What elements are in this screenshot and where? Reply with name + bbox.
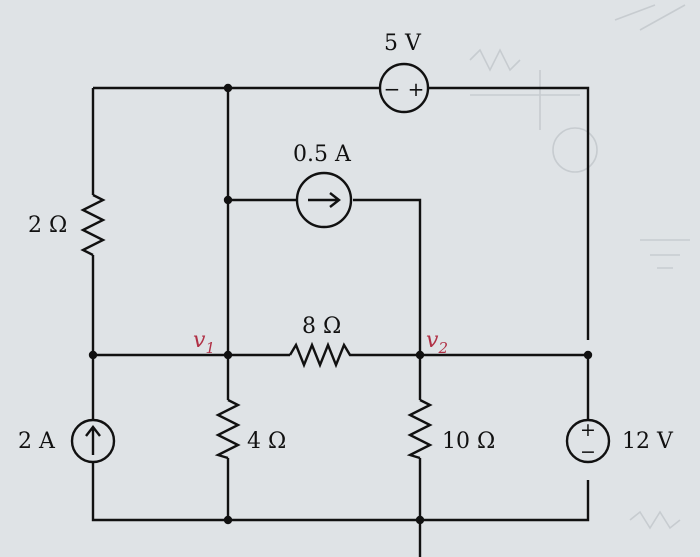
voltage-source-12v: + − [565,418,611,464]
arrow-up-icon [85,425,101,455]
junction-dot [415,515,425,525]
resistor-8ohm [288,341,355,369]
label-4ohm: 4 Ω [247,429,286,454]
current-source-05a [295,171,353,229]
voltage-source-5v: − + [378,62,430,114]
minus-sign: − [580,441,596,463]
source-circle [565,418,611,464]
junction-dots [88,83,593,525]
source-circle [295,171,353,229]
label-12v: 12 V [622,429,674,454]
minus-sign: − [384,77,401,101]
node-v1-base: v [193,328,206,353]
wire-05a-right [353,198,422,400]
resistor-2ohm [80,193,106,257]
background-bleed [469,4,690,530]
label-05a: 0.5 A [293,142,352,167]
node-label-v2: v2 [426,328,448,357]
node-v2-subscript: 2 [437,339,448,357]
wire-bottom [91,462,590,522]
node-label-v1: v1 [193,328,215,357]
junction-dot [223,83,233,93]
label-2a: 2 A [18,429,56,454]
source-circle [70,418,116,464]
label-8ohm: 8 Ω [302,314,341,339]
junction-dot [223,515,233,525]
source-circle [378,62,430,114]
junction-dot [223,350,233,360]
current-source-2a [70,418,116,464]
resistor-10ohm [406,398,433,460]
node-v2-base: v [426,328,439,353]
label-5v: 5 V [384,31,422,56]
plus-sign: + [580,419,596,441]
wires [91,86,590,557]
resistor-4ohm [214,398,241,460]
junction-dot [88,350,98,360]
node-v1-subscript: 1 [205,339,215,357]
arrow-right-icon [308,192,341,208]
wire-top-right [428,86,590,340]
label-10ohm: 10 Ω [442,429,495,454]
label-2ohm: 2 Ω [28,213,67,238]
junction-dot [223,195,233,205]
junction-dot [415,350,425,360]
plus-sign: + [408,77,425,101]
junction-dot [583,350,593,360]
